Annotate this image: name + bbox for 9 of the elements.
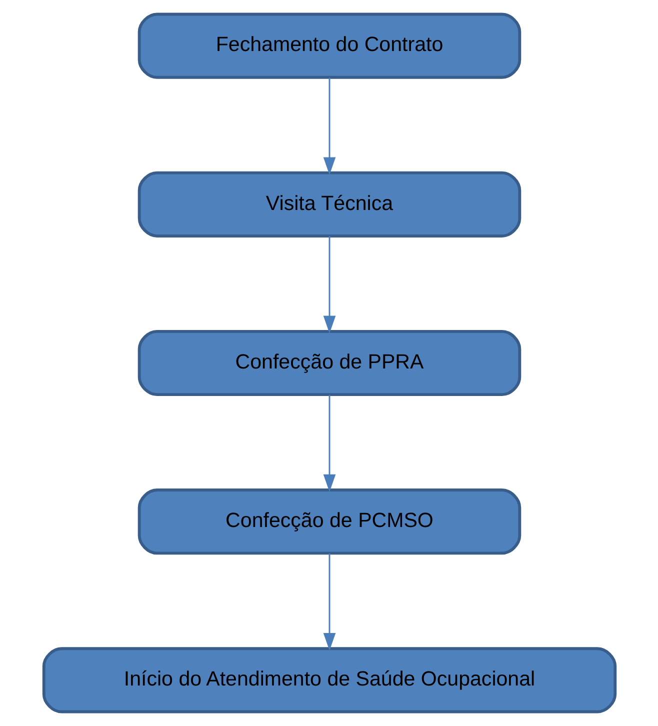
node-box: Início do Atendimento de Saúde Ocupacional bbox=[42, 647, 616, 714]
node-box: Visita Técnica bbox=[137, 171, 521, 238]
arrow bbox=[322, 553, 336, 651]
arrow bbox=[322, 78, 336, 175]
node-box: Fechamento do Contrato bbox=[137, 12, 521, 79]
node-box: Confecção de PPRA bbox=[137, 330, 521, 396]
arrow bbox=[322, 394, 336, 492]
arrow bbox=[322, 236, 336, 334]
node-box: Confecção de PCMSO bbox=[137, 488, 521, 555]
